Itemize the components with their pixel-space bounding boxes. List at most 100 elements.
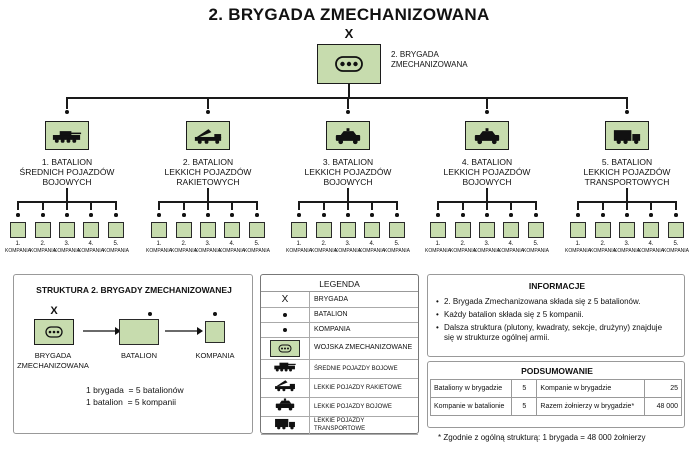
company-label: 1.KOMPANIA [424, 241, 452, 254]
structure-panel: STRUKTURA 2. BRYGADY ZMECHANIZOWANEJ X B… [13, 274, 253, 434]
legend-symbol [261, 397, 310, 416]
company-box [59, 222, 75, 238]
company-dot [16, 213, 20, 217]
page-title: 2. BRYGADA ZMECHANIZOWANA [208, 5, 490, 24]
company-label: 3.KOMPANIA [613, 241, 641, 254]
company-box [83, 222, 99, 238]
company-box [455, 222, 471, 238]
light-combat-vehicle-icon [474, 128, 500, 145]
company-dot [625, 213, 629, 217]
company-label: 1.KOMPANIA [4, 241, 32, 254]
company-box [364, 222, 380, 238]
transport-truck-icon [275, 418, 295, 429]
battalion-dot [65, 110, 69, 114]
structure-battalion-dot [148, 312, 152, 316]
legend-row: LEKKIE POJAZDY TRANSPORTOWE [261, 416, 418, 435]
company-label: 4.KOMPANIA [358, 241, 386, 254]
company-dot [395, 213, 399, 217]
company-dot [370, 213, 374, 217]
legend-symbol [261, 337, 310, 359]
info-bullet: Dalsza struktura (plutony, kwadraty, sek… [444, 323, 663, 342]
battalion-unit-box [326, 121, 370, 150]
company-box [200, 222, 216, 238]
brigade-unit-box [317, 44, 381, 84]
legend-label: BRYGADA [314, 295, 349, 303]
company-label: 5.KOMPANIA [243, 241, 271, 254]
legend-row: LEKKIE POJAZDY RAKIETOWE [261, 378, 418, 398]
arrow-right-icon [83, 327, 121, 335]
company-box [389, 222, 405, 238]
company-label: 4.KOMPANIA [497, 241, 525, 254]
company-box [291, 222, 307, 238]
rocket-launcher-icon [275, 380, 295, 392]
legend-label: WOJSKA ZMECHANIZOWANE [314, 344, 413, 351]
structure-company-box [205, 321, 225, 343]
legend-symbol [261, 378, 310, 397]
company-dot [297, 213, 301, 217]
structure-company-dot [213, 312, 217, 316]
company-box [595, 222, 611, 238]
legend-row: KOMPANIA [261, 322, 418, 338]
company-label: 3.KOMPANIA [473, 241, 501, 254]
company-dot [509, 213, 513, 217]
summary-title: PODSUMOWANIE [521, 366, 593, 376]
company-box [619, 222, 635, 238]
company-label: 3.KOMPANIA [334, 241, 362, 254]
battalion-connector [66, 97, 68, 109]
company-box [479, 222, 495, 238]
company-box [10, 222, 26, 238]
structure-title: STRUKTURA 2. BRYGADY ZMECHANIZOWANEJ [36, 285, 232, 295]
tank-icon [52, 131, 82, 143]
company-dot [114, 213, 118, 217]
company-label: 5.KOMPANIA [662, 241, 690, 254]
company-box [643, 222, 659, 238]
structure-equation-1: 1 brygada = 5 batalionów [86, 385, 184, 395]
company-dot [41, 213, 45, 217]
company-label: 1.KOMPANIA [145, 241, 173, 254]
company-connector [486, 188, 488, 201]
company-dot [436, 213, 440, 217]
structure-brigade-box [34, 319, 74, 345]
company-box [430, 222, 446, 238]
company-connector [66, 188, 68, 201]
company-connector [626, 188, 628, 201]
company-label: 1.KOMPANIA [564, 241, 592, 254]
battalion-connector [626, 97, 628, 109]
company-connector [347, 188, 349, 201]
mechanized-symbol-icon [44, 325, 63, 338]
company-dot [649, 213, 653, 217]
company-dot [576, 213, 580, 217]
info-bullet: Każdy batalion składa się z 5 kompanii. [444, 310, 584, 319]
info-bullet: 2. Brygada Zmechanizowana składa się z 5… [444, 297, 641, 306]
structure-equation-2: 1 batalion = 5 kompanii [86, 397, 177, 407]
mechanized-symbol-icon [334, 55, 363, 72]
company-connector [207, 188, 209, 201]
company-dot [601, 213, 605, 217]
light-combat-vehicle-icon [275, 398, 295, 411]
company-box [35, 222, 51, 238]
company-label: 4.KOMPANIA [637, 241, 665, 254]
legend-label: LEKKIE POJAZDY RAKIETOWE [314, 384, 402, 391]
company-label: 5.KOMPANIA [383, 241, 411, 254]
legend-row: WOJSKA ZMECHANIZOWANE [261, 337, 418, 360]
rocket-launcher-icon [194, 129, 222, 144]
legend-row: BATALION [261, 307, 418, 323]
company-label: 3.KOMPANIA [53, 241, 81, 254]
company-dot [255, 213, 259, 217]
company-dot [157, 213, 161, 217]
legend-row: ŚREDNIE POJAZDY BOJOWE [261, 359, 418, 379]
company-dot [674, 213, 678, 217]
company-box [528, 222, 544, 238]
structure-battalion-label: BATALION [121, 351, 157, 360]
company-dot [182, 213, 186, 217]
company-label: 2.KOMPANIA [170, 241, 198, 254]
company-label: 4.KOMPANIA [218, 241, 246, 254]
